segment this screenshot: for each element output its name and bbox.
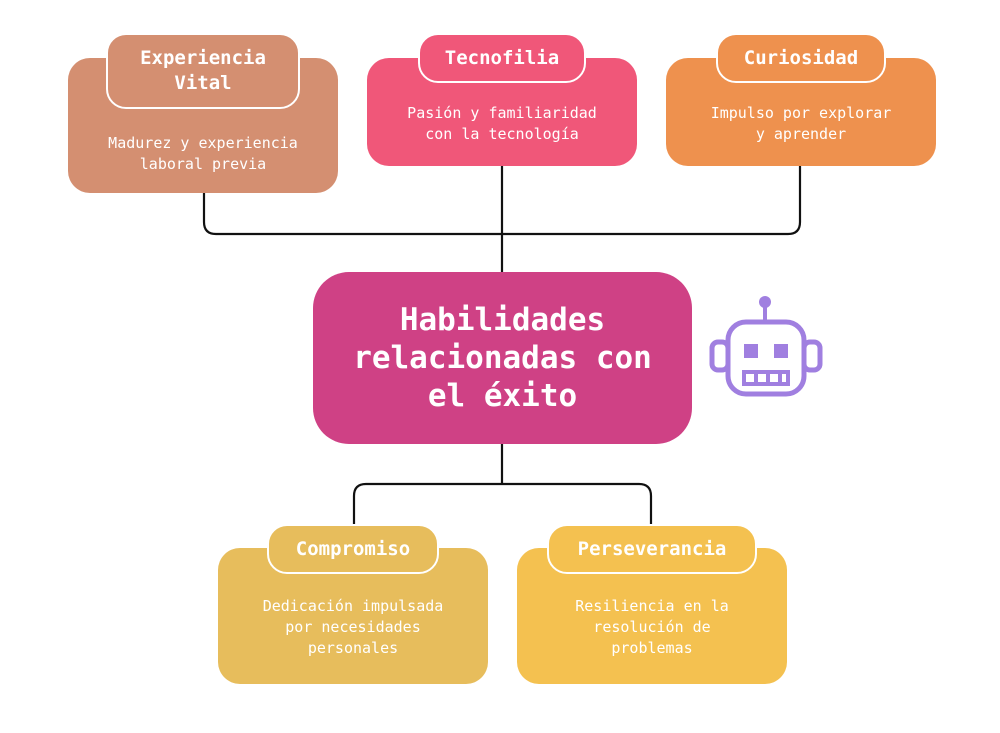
compromiso-card: Dedicación impulsada por necesidades per…: [218, 548, 488, 684]
central-topic: Habilidades relacionadas con el éxito: [313, 272, 692, 444]
perseverancia-description: Resiliencia en la resolución de problema…: [575, 596, 729, 657]
robot-icon: [709, 296, 823, 397]
tecnofilia-card: Pasión y familiaridad con la tecnología: [367, 58, 637, 166]
perseverancia-tag: Perseverancia: [547, 524, 757, 574]
curiosidad-tag: Curiosidad: [716, 33, 886, 83]
connector-bottom: [352, 444, 653, 548]
experiencia-vital-tag: Experiencia Vital: [106, 33, 300, 109]
tecnofilia-tag: Tecnofilia: [418, 33, 586, 83]
connector-top: [202, 165, 802, 272]
tecnofilia-description: Pasión y familiaridad con la tecnología: [407, 104, 597, 143]
compromiso-description: Dedicación impulsada por necesidades per…: [262, 596, 444, 657]
compromiso-tag: Compromiso: [267, 524, 439, 574]
curiosidad-description: Impulso por explorar y aprender: [710, 104, 892, 143]
experiencia-vital-description: Madurez y experiencia laboral previa: [108, 133, 298, 173]
